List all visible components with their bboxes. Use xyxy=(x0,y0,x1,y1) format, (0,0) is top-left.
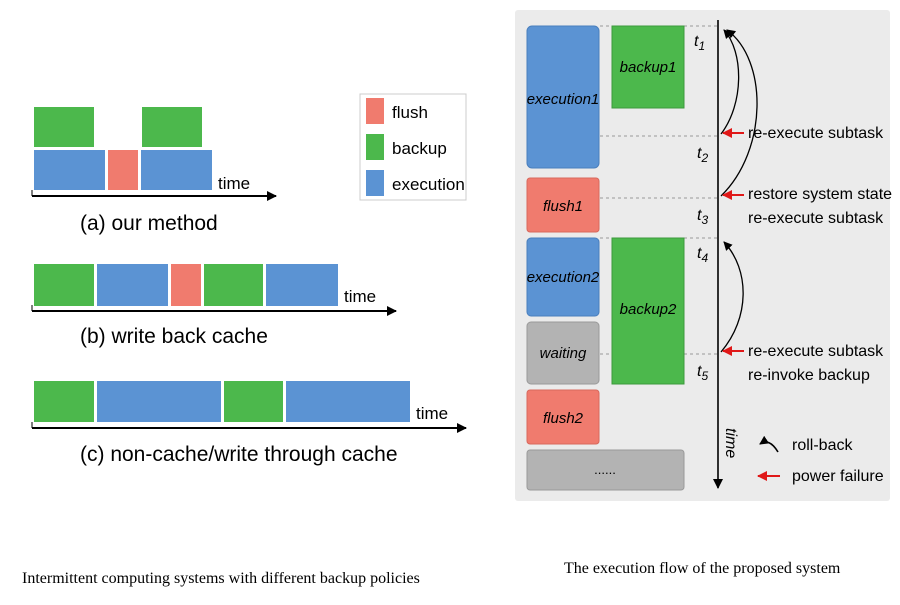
b-flush-block xyxy=(171,264,201,306)
exec2-block: execution2 xyxy=(526,237,600,317)
right-time-label: time xyxy=(722,428,739,458)
b-time-label: time xyxy=(344,287,376,306)
time-point-t4: t4 xyxy=(697,245,708,265)
legend-swatch-flush xyxy=(366,98,384,124)
exec2-label: execution2 xyxy=(527,269,600,286)
timeline-c: time (c) non-cache/write through cache xyxy=(31,381,467,466)
caption-b: (b) write back cache xyxy=(80,325,268,348)
c-backup-block-2 xyxy=(224,381,283,422)
annotation-t2: re-execute subtask xyxy=(748,125,884,142)
flush1-block: flush1 xyxy=(526,177,600,233)
flush1-label: flush1 xyxy=(543,198,583,215)
a-time-label: time xyxy=(218,174,250,193)
rollback-curves xyxy=(720,29,758,353)
rollback-curve-t5-t4 xyxy=(720,241,744,353)
legend-swatch-execution xyxy=(366,170,384,196)
backup2-label: backup2 xyxy=(620,301,677,318)
rollback-legend-label: roll-back xyxy=(792,437,853,454)
caption-c: (c) non-cache/write through cache xyxy=(80,443,398,466)
left-diagram: time (a) our method flush backup executi… xyxy=(31,93,467,466)
b-execution-block-2 xyxy=(266,264,338,306)
power-failure-arrows xyxy=(722,128,744,356)
right-panel-background xyxy=(515,10,890,501)
a-backup-block-2 xyxy=(142,107,202,147)
flush2-block: flush2 xyxy=(526,389,600,445)
b-backup-block-1 xyxy=(34,264,94,306)
time-point-t1: t1 xyxy=(694,33,705,53)
annotation-t5-line1: re-execute subtask xyxy=(748,343,884,360)
annotation-t5-line2: re-invoke backup xyxy=(748,367,870,384)
b-execution-block-1 xyxy=(97,264,168,306)
caption-a: (a) our method xyxy=(80,212,218,235)
time-point-t5: t5 xyxy=(697,363,708,383)
rollback-legend-icon xyxy=(759,435,779,453)
annotation-t3-line2: re-execute subtask xyxy=(748,210,884,227)
annotation-t3-line1: restore system state xyxy=(748,186,892,203)
right-legend: roll-back power failure xyxy=(757,435,884,485)
backup1-block: backup1 xyxy=(611,25,685,109)
timeline-b: time (b) write back cache xyxy=(31,264,397,348)
c-execution-block-2 xyxy=(286,381,410,422)
b-backup-block-2 xyxy=(204,264,263,306)
timeline-a: time (a) our method xyxy=(31,107,277,235)
c-time-label: time xyxy=(416,404,448,423)
a-backup-block-1 xyxy=(34,107,94,147)
a-flush-block xyxy=(108,150,138,190)
continuation-block: ...... xyxy=(526,449,685,491)
waiting-label: waiting xyxy=(540,345,587,362)
caption-right: The execution flow of the proposed syste… xyxy=(564,560,841,577)
legend-swatch-backup xyxy=(366,134,384,160)
c-execution-block-1 xyxy=(97,381,221,422)
backup2-block: backup2 xyxy=(611,237,685,385)
rollback-curve-t3-t1 xyxy=(720,29,758,197)
waiting-block: waiting xyxy=(526,321,600,385)
a-execution-block-2 xyxy=(141,150,212,190)
continuation-label: ...... xyxy=(594,462,616,477)
legend-label-flush: flush xyxy=(392,103,428,122)
power-failure-legend-label: power failure xyxy=(792,468,884,485)
legend-label-execution: execution xyxy=(392,175,465,194)
left-legend: flush backup execution xyxy=(359,93,467,201)
c-backup-block-1 xyxy=(34,381,94,422)
flush2-label: flush2 xyxy=(543,410,584,427)
backup1-label: backup1 xyxy=(620,59,677,76)
exec1-block: execution1 xyxy=(526,25,600,169)
time-point-t2: t2 xyxy=(697,145,708,165)
a-execution-block-1 xyxy=(34,150,105,190)
right-diagram: execution1 backup1 flush1 execution2 bac… xyxy=(515,10,892,501)
legend-label-backup: backup xyxy=(392,139,447,158)
caption-left: Intermittent computing systems with diff… xyxy=(22,570,420,587)
exec1-label: execution1 xyxy=(527,91,600,108)
time-point-t3: t3 xyxy=(697,207,708,227)
